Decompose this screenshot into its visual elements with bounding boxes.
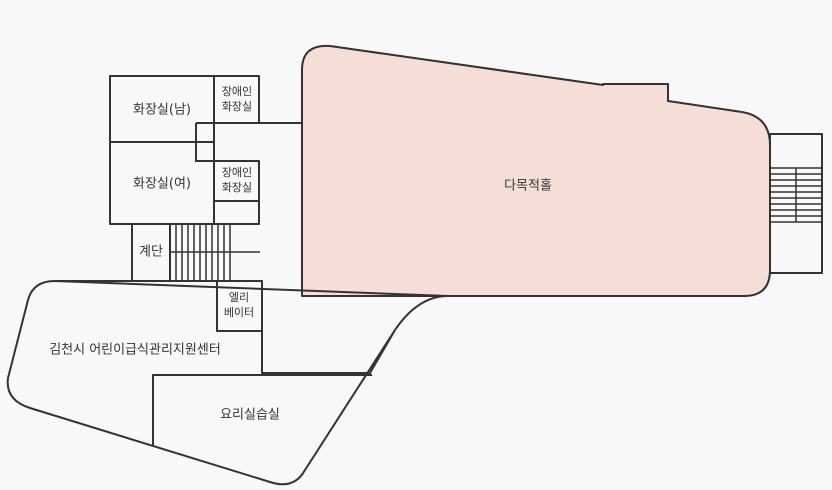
- elevator[interactable]: [216, 280, 263, 332]
- mens-restroom-label: 화장실(남): [133, 103, 191, 118]
- right-stairs-steps: [770, 167, 822, 223]
- accessible-restroom-2-label-line2: 화장실: [222, 181, 252, 194]
- multipurpose-hall-area[interactable]: [301, 44, 771, 297]
- cooking-room[interactable]: [152, 374, 372, 446]
- accessible-restroom-1[interactable]: [213, 75, 260, 124]
- accessible-restroom-1-label-line2: 화장실: [222, 100, 252, 113]
- multipurpose-hall-label: 다목적홀: [504, 179, 552, 194]
- elevator-label-line2: 베이터: [224, 306, 254, 319]
- corridor-inner-wall: [195, 123, 214, 162]
- accessible-restroom-1-label-line1: 장애인: [222, 85, 252, 98]
- center-label: 김천시 어린이급식관리지원센터: [49, 343, 221, 358]
- stairs-steps: [169, 224, 260, 281]
- accessible-restroom-2-label-line1: 장애인: [222, 166, 252, 179]
- restroom-utility: [213, 200, 260, 225]
- stairs-label: 계단: [139, 245, 163, 260]
- cooking-room-label: 요리실습실: [220, 408, 280, 423]
- elevator-label-line1: 엘리: [229, 291, 249, 304]
- womens-restroom-label: 화장실(여): [133, 177, 191, 192]
